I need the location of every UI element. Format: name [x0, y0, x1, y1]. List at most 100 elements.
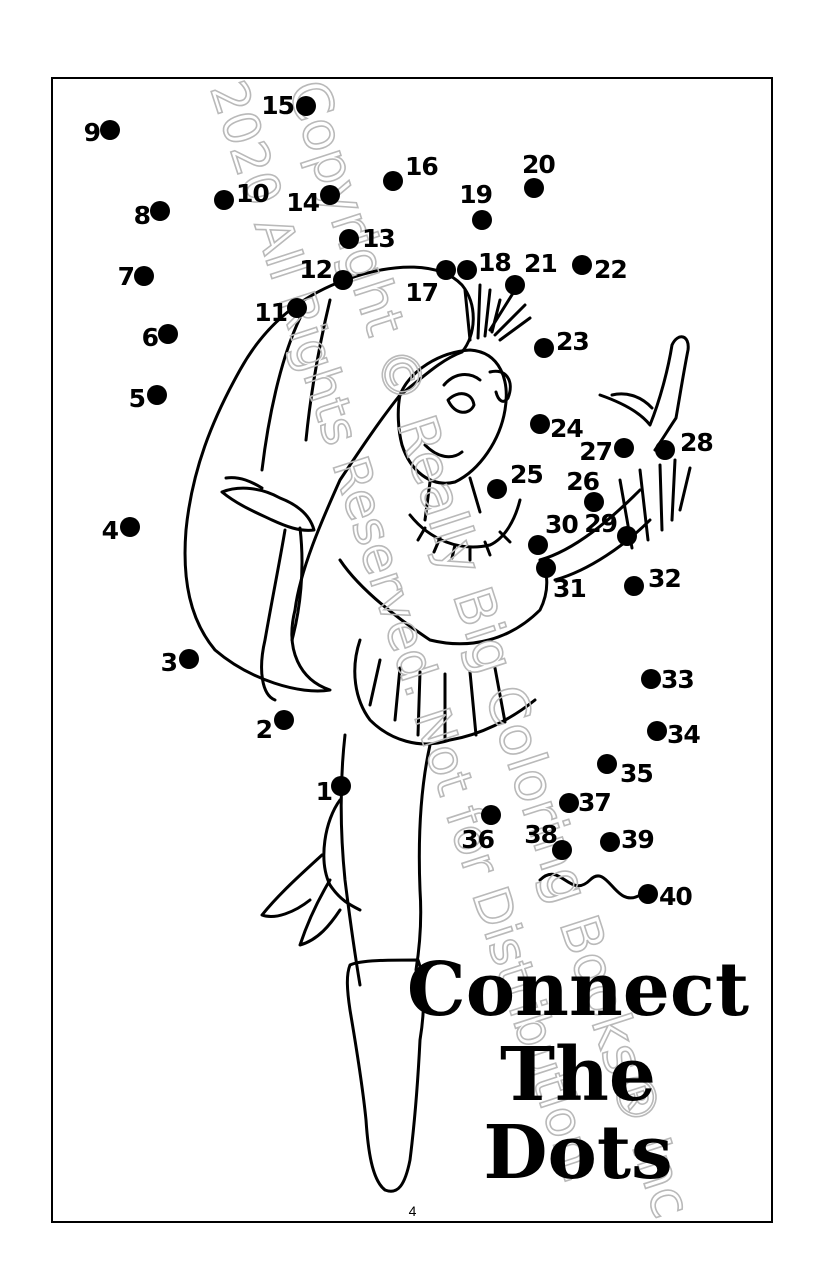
- dot-10: [214, 190, 234, 210]
- dot-2: [274, 710, 294, 730]
- title-line-1: Connect: [407, 947, 749, 1033]
- dot-label-22: 22: [594, 255, 627, 284]
- dot-label-15: 15: [261, 91, 294, 120]
- dot-label-1: 1: [316, 777, 332, 806]
- dot-25: [487, 479, 507, 499]
- dot-label-2: 2: [256, 715, 272, 744]
- dot-38: [552, 840, 572, 860]
- dot-39: [600, 832, 620, 852]
- dot-18: [457, 260, 477, 280]
- dot-label-28: 28: [680, 428, 713, 457]
- dot-40: [638, 884, 658, 904]
- left-leg: [339, 733, 362, 987]
- dot-label-12: 12: [299, 255, 332, 284]
- dot-5: [147, 385, 167, 405]
- dot-label-13: 13: [362, 224, 395, 253]
- dot-26: [584, 492, 604, 512]
- back-shoe: [260, 853, 342, 947]
- ear: [488, 369, 512, 403]
- dot-24: [530, 414, 550, 434]
- dot-29: [617, 526, 637, 546]
- dot-label-8: 8: [134, 201, 150, 230]
- dot-label-26: 26: [566, 467, 599, 496]
- dot-label-16: 16: [405, 152, 438, 181]
- connect-the-dots-title: Connect The Dots: [407, 947, 749, 1196]
- title-line-3: Dots: [483, 1110, 672, 1196]
- dot-16: [383, 171, 403, 191]
- squiggle-line: [538, 872, 642, 900]
- dot-label-40: 40: [659, 882, 692, 911]
- dot-label-10: 10: [236, 179, 269, 208]
- dot-35: [597, 754, 617, 774]
- dot-27: [614, 438, 634, 458]
- left-hand: [220, 476, 316, 532]
- dot-label-38: 38: [524, 820, 557, 849]
- dot-label-9: 9: [84, 118, 100, 147]
- dot-label-3: 3: [161, 648, 177, 677]
- dot-21: [505, 275, 525, 295]
- eye: [446, 392, 476, 414]
- dot-label-4: 4: [102, 516, 119, 545]
- dot-label-6: 6: [142, 323, 159, 352]
- dot-3: [179, 649, 199, 669]
- right-hand: [598, 335, 690, 452]
- hair-inner-strands: [260, 298, 332, 472]
- dot-31: [536, 558, 556, 578]
- dot-34: [647, 721, 667, 741]
- dot-14: [320, 185, 340, 205]
- dot-label-23: 23: [556, 327, 589, 356]
- dot-label-25: 25: [510, 460, 543, 489]
- boot: [345, 958, 425, 1193]
- dot-23: [534, 338, 554, 358]
- dot-label-20: 20: [522, 150, 555, 179]
- dot-label-31: 31: [553, 574, 586, 603]
- dress-bodice: [338, 558, 549, 646]
- dot-label-11: 11: [254, 298, 287, 327]
- dot-label-35: 35: [620, 759, 653, 788]
- dot-15: [296, 96, 316, 116]
- dot-33: [641, 669, 661, 689]
- dot-17: [436, 260, 456, 280]
- dot-22: [572, 255, 592, 275]
- dot-28: [655, 440, 675, 460]
- dot-36: [481, 805, 501, 825]
- dot-label-17: 17: [405, 278, 438, 307]
- necklace: [408, 498, 522, 562]
- dot-1: [331, 776, 351, 796]
- left-arm: [260, 526, 304, 702]
- dot-8: [150, 201, 170, 221]
- dot-32: [624, 576, 644, 596]
- dot-label-36: 36: [461, 825, 494, 854]
- dot-4: [120, 517, 140, 537]
- dot-label-37: 37: [578, 788, 611, 817]
- dot-9: [100, 120, 120, 140]
- page-border: [51, 77, 773, 1223]
- dot-label-24: 24: [550, 414, 583, 443]
- right-arm: [538, 488, 652, 582]
- neck: [423, 476, 482, 522]
- dot-13: [339, 229, 359, 249]
- dot-label-39: 39: [621, 825, 654, 854]
- dot-label-18: 18: [478, 248, 511, 277]
- title-line-2: The: [500, 1032, 656, 1118]
- dot-19: [472, 210, 492, 230]
- right-sleeve-fringe: [618, 458, 692, 550]
- dot-12: [333, 270, 353, 290]
- dot-label-29: 29: [584, 509, 617, 538]
- right-leg: [414, 743, 432, 972]
- dot-7: [134, 266, 154, 286]
- dot-6: [158, 324, 178, 344]
- dot-label-34: 34: [667, 720, 700, 749]
- dot-label-30: 30: [545, 510, 578, 539]
- hair-outline: [183, 265, 475, 693]
- dot-label-14: 14: [286, 188, 319, 217]
- mouth: [423, 443, 464, 459]
- dot-label-27: 27: [579, 437, 612, 466]
- dot-label-7: 7: [118, 262, 134, 291]
- eyebrow: [442, 373, 482, 387]
- dot-37: [559, 793, 579, 813]
- page-number: 4: [408, 1203, 417, 1219]
